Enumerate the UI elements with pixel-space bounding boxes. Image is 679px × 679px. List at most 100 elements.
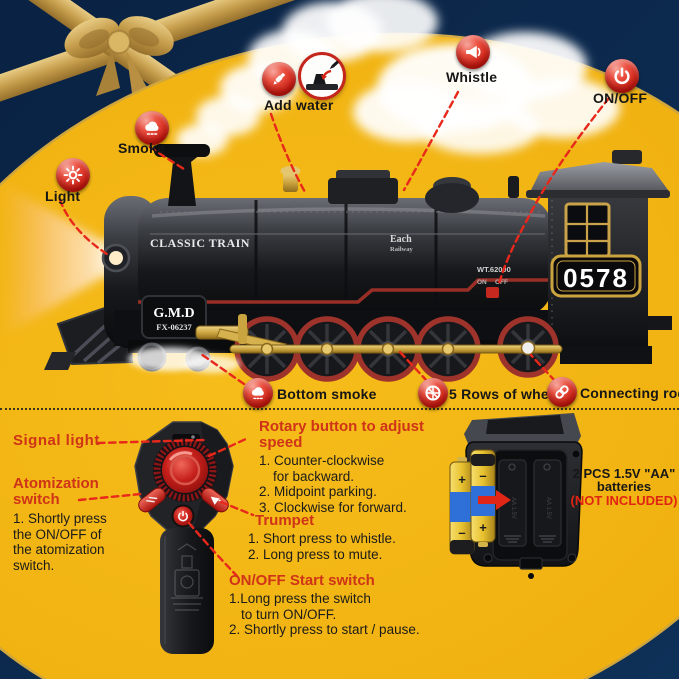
add-water-icon	[262, 62, 296, 96]
atomization-connector	[77, 492, 143, 502]
start-switch-step: 2. Shortly press to start / pause.	[229, 622, 420, 637]
trumpet-heading: Trumpet	[255, 512, 315, 529]
locomotive: 0578 CLASSIC TRAIN Each Railway WT.62000…	[44, 144, 672, 382]
latch[interactable]	[519, 557, 543, 570]
rotary-step: for backward.	[273, 468, 355, 484]
start-switch-heading: ON/OFF Start switch	[229, 572, 375, 589]
rotary-heading-2: speed	[259, 434, 303, 451]
connecting-rod-connector	[529, 353, 557, 383]
switch-on-text: ON	[477, 279, 487, 286]
light-label: Light	[45, 188, 81, 204]
aa-battery-1: + –	[449, 457, 475, 555]
add-water-connector	[269, 112, 308, 196]
brand-text: CLASSIC TRAIN	[150, 236, 250, 250]
clouds	[176, 0, 620, 156]
atomization-step: 1. Shortly press	[13, 511, 107, 526]
cab-number: 0578	[563, 263, 629, 293]
wheel-rows-connector	[397, 349, 429, 383]
connecting-rod-icon	[547, 377, 577, 407]
signal-light-connector	[96, 438, 206, 445]
atomization-button[interactable]	[136, 485, 168, 515]
bottom-smoke-icon	[243, 378, 273, 408]
section-divider	[0, 408, 679, 410]
weight-text: WT.62000	[477, 265, 511, 274]
battery-compartment: AA 1.5V AA 1.5V + – – +	[449, 413, 583, 579]
battery-note-line-2: batteries	[596, 479, 652, 494]
power-label: ON/OFF	[593, 90, 648, 106]
ribbon-bow	[64, 16, 174, 100]
insert-arrow-icon	[478, 490, 511, 510]
rotary-connector	[207, 436, 250, 458]
smoke-icon	[135, 111, 169, 145]
whistle-label: Whistle	[446, 69, 498, 85]
rotary-step: 3. Clockwise for forward.	[259, 499, 407, 515]
cab-number-plate: 0578	[550, 254, 642, 298]
bottom-smoke-label: Bottom smoke	[277, 386, 377, 402]
start-switch-step: to turn ON/OFF.	[241, 606, 337, 622]
atomization-block: Atomization switch 1. Shortly press the …	[13, 476, 107, 573]
add-water-label: Add water	[264, 97, 334, 113]
wheel-rows-label: 5 Rows of wheel	[449, 386, 561, 402]
wheel-rows-icon	[418, 378, 448, 408]
smoke-connector	[148, 145, 186, 171]
atomization-heading-2: switch	[13, 491, 60, 508]
remote-handle	[160, 528, 214, 654]
trumpet-connector	[219, 500, 255, 517]
svg-text:+: +	[479, 520, 487, 535]
bottom-steam	[128, 347, 240, 373]
smoke-stack	[154, 144, 210, 206]
rotary-dial[interactable]	[153, 438, 217, 502]
battery-note: 2 PCS 1.5V "AA" batteries (NOT INCLUDED)	[566, 467, 679, 507]
power-icon	[605, 59, 639, 93]
light-icon	[56, 158, 90, 192]
svg-text:AA 1.5V: AA 1.5V	[545, 497, 551, 519]
start-button[interactable]	[171, 504, 195, 528]
whistle-dome	[280, 166, 301, 192]
svg-text:+: +	[458, 472, 466, 487]
maker-plate: G.M.D FX-06237	[141, 295, 207, 339]
railway-text-2: Railway	[390, 246, 414, 253]
bottom-smoke-connector	[199, 352, 246, 386]
battery-note-line-1: 2 PCS 1.5V "AA"	[572, 466, 676, 481]
atomization-step: the ON/OFF of	[13, 526, 102, 542]
locomotive-scene: 0578 CLASSIC TRAIN Each Railway WT.62000…	[0, 0, 672, 382]
whistle-connector	[402, 90, 460, 192]
cab-window	[564, 202, 611, 258]
trumpet-step: 1. Short press to whistle.	[248, 531, 396, 546]
rotary-step: 1. Counter-clockwise	[259, 453, 385, 468]
connecting-rods	[195, 314, 563, 356]
smoke-label: Smoke	[118, 140, 165, 156]
whistle-icon	[456, 35, 490, 69]
red-trim	[138, 278, 548, 304]
model-text: FX-06237	[156, 322, 192, 332]
valve	[508, 176, 519, 198]
trumpet-step: 2. Long press to mute.	[248, 546, 383, 562]
trumpet-button[interactable]	[199, 485, 231, 515]
cab: 0578	[526, 150, 672, 364]
start-switch-connector	[187, 521, 239, 578]
svg-text:–: –	[479, 468, 486, 483]
steam-dome	[425, 177, 479, 213]
rotary-heading-1: Rotary button to adjust	[259, 418, 424, 435]
engraved-train-art	[171, 543, 203, 611]
train-power-switch	[486, 287, 499, 298]
connecting-rod-label: Connecting rod	[580, 385, 679, 401]
sand-dome	[328, 170, 398, 204]
rotary-block: Rotary button to adjust speed 1. Counter…	[259, 419, 424, 515]
maker-text: G.M.D	[153, 306, 194, 321]
start-switch-step: 1.Long press the switch	[229, 591, 371, 606]
trumpet-block: Trumpet 1. Short press to whistle. 2. Lo…	[248, 513, 396, 562]
switch-off-text: OFF	[495, 279, 508, 286]
light-connector	[58, 198, 112, 258]
power-connector	[497, 96, 611, 286]
battery-slots: AA 1.5V AA 1.5V	[498, 459, 562, 547]
rotary-step: 2. Midpoint parking.	[259, 484, 377, 499]
atomization-heading-1: Atomization	[13, 475, 99, 492]
screws	[479, 449, 581, 563]
battery-not-included: (NOT INCLUDED)	[570, 493, 678, 508]
atomization-step: the atomization	[13, 542, 105, 557]
atomization-step: switch.	[13, 557, 55, 573]
railway-text-1: Each	[390, 234, 412, 245]
